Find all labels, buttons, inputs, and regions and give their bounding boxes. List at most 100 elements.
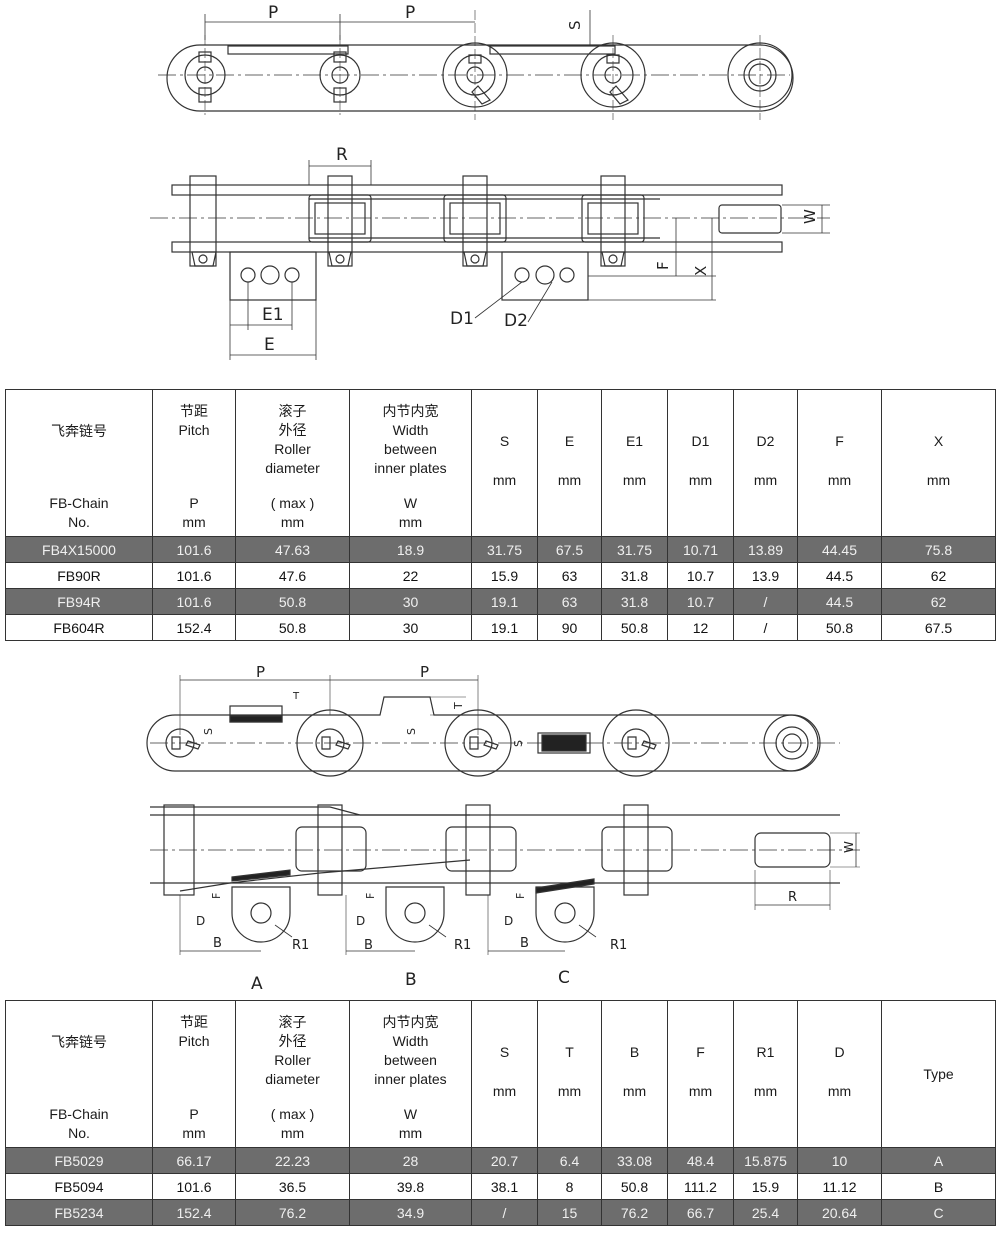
cell-type: A — [881, 1147, 996, 1174]
dim-label-d: D — [504, 914, 513, 928]
col-header-pitch: 节距 Pitch P mm — [152, 389, 236, 537]
cell: 15.9 — [471, 562, 538, 589]
dim-label-p: P — [268, 3, 278, 23]
chain-drawing-bottom: P P T T S S S W R F F F D D D B B B R1 R… — [0, 655, 1000, 995]
plan-outer-plate-bottom — [171, 241, 783, 253]
cell: 101.6 — [152, 562, 236, 589]
cell: 6.4 — [537, 1147, 602, 1174]
col-header-chain-no: 飞奔链号 FB-Chain No. — [5, 389, 153, 537]
cell: 31.75 — [471, 536, 538, 563]
cell-chain-no: FB94R — [5, 588, 153, 615]
dim-label-b: B — [520, 936, 529, 951]
cell: 44.5 — [797, 588, 882, 615]
cell-chain-no: FB4X15000 — [5, 536, 153, 563]
dim-label-s: S — [512, 740, 525, 747]
cell: 75.8 — [881, 536, 996, 563]
table-header-row: 飞奔链号 FB-Chain No. 节距 Pitch P mm 滚子 — [5, 389, 996, 537]
dim-label-s: S — [566, 20, 584, 30]
cell: 152.4 — [152, 1199, 236, 1226]
cell: / — [471, 1199, 538, 1226]
cell: 13.89 — [733, 536, 798, 563]
type-label-b: B — [405, 970, 417, 990]
dim-label-x: X — [692, 266, 710, 276]
cell-chain-no: FB5234 — [5, 1199, 153, 1226]
dim-label-s: S — [405, 728, 418, 735]
dim-label-p: P — [256, 663, 265, 681]
dim-label-p: P — [405, 3, 415, 23]
cell: 13.9 — [733, 562, 798, 589]
dim-label-b: B — [364, 938, 373, 953]
cell: 152.4 — [152, 614, 236, 641]
cell: / — [733, 588, 798, 615]
plan-outer-plate-top — [171, 184, 783, 196]
col-header-chain-no: 飞奔链号 FB-Chain No. — [5, 1000, 153, 1148]
cell: 22.23 — [235, 1147, 350, 1174]
cell: 48.4 — [667, 1147, 734, 1174]
dim-label-w: W — [842, 841, 856, 853]
cell: 111.2 — [667, 1173, 734, 1200]
dim-label-b: B — [213, 936, 222, 951]
cell-type: B — [881, 1173, 996, 1200]
dim-label-d2: D2 — [504, 311, 528, 331]
cell: 47.63 — [235, 536, 350, 563]
cell: 22 — [349, 562, 472, 589]
cell: 8 — [537, 1173, 602, 1200]
cell-chain-no: FB5029 — [5, 1147, 153, 1174]
dim-label-f: F — [210, 893, 223, 899]
cell: 30 — [349, 588, 472, 615]
cell: 31.8 — [601, 562, 668, 589]
dim-label-e: E — [264, 335, 275, 355]
cell: 15 — [537, 1199, 602, 1226]
cell: 10 — [797, 1147, 882, 1174]
attachment-type-c — [535, 886, 595, 943]
cell: 44.5 — [797, 562, 882, 589]
type-label-a: A — [251, 974, 263, 994]
cell-type: C — [881, 1199, 996, 1226]
cell: 28 — [349, 1147, 472, 1174]
cell: / — [733, 614, 798, 641]
cell: 19.1 — [471, 588, 538, 615]
attachment-type-b — [385, 886, 445, 943]
cell: 44.45 — [797, 536, 882, 563]
cell: 30 — [349, 614, 472, 641]
cell: 50.8 — [601, 1173, 668, 1200]
cell-chain-no: FB90R — [5, 562, 153, 589]
cell: 12 — [667, 614, 734, 641]
cell: 10.71 — [667, 536, 734, 563]
cell: 39.8 — [349, 1173, 472, 1200]
top-attachment-bar — [489, 45, 616, 55]
cell: 20.64 — [797, 1199, 882, 1226]
cell: 36.5 — [235, 1173, 350, 1200]
cell: 11.12 — [797, 1173, 882, 1200]
dim-label-d: D — [356, 914, 365, 928]
cell: 63 — [537, 562, 602, 589]
chain-drawing-top-svg: P P S R W F X E1 E D1 D2 — [150, 3, 830, 360]
dim-label-r1: R1 — [454, 938, 471, 953]
col-header-inner-width: 内节内宽 Width between inner plates W mm — [349, 1000, 472, 1148]
attachment-type-a — [231, 886, 291, 943]
cell: 15.9 — [733, 1173, 798, 1200]
col-header-pitch: 节距 Pitch P mm — [152, 1000, 236, 1148]
cell: 20.7 — [471, 1147, 538, 1174]
cell: 66.17 — [152, 1147, 236, 1174]
dim-label-t: T — [292, 691, 300, 702]
dim-label-t: T — [452, 702, 465, 710]
col-header-roller-diameter: 滚子 外径 Roller diameter ( max ) mm — [235, 1000, 350, 1148]
cell: 101.6 — [152, 536, 236, 563]
cell: 90 — [537, 614, 602, 641]
cell: 76.2 — [235, 1199, 350, 1226]
cell: 62 — [881, 588, 996, 615]
dim-label-r: R — [336, 145, 348, 165]
